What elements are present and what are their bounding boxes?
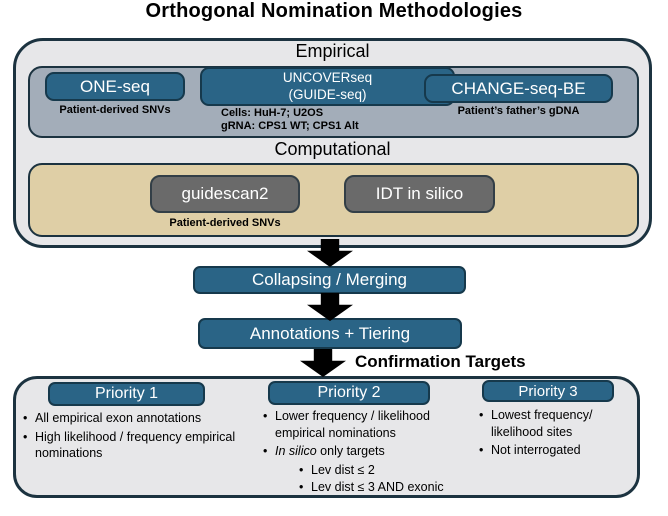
method-box-one-seq: ONE-seq (45, 72, 185, 101)
priority-3-list: Lowest frequency/ likelihood sites Not i… (478, 407, 594, 461)
method-note-change-seq-be: Patient’s father’s gDNA (457, 105, 580, 117)
flow-step-annotations-tiering: Annotations + Tiering (198, 318, 462, 349)
priority-header-label: Priority 2 (317, 384, 381, 401)
sub-list-item: Lev dist ≤ 2 (298, 462, 462, 479)
method-box-uncoverseq: UNCOVERseq (GUIDE-seq) (200, 67, 455, 106)
method-label: UNCOVERseq (282, 70, 373, 86)
method-label: CHANGE-seq-BE (451, 78, 586, 98)
priority-header-label: Priority 1 (94, 385, 159, 402)
list-item: Lowest frequency/ likelihood sites (478, 407, 594, 440)
list-item-text: only targets (316, 444, 385, 458)
priority-1-header: Priority 1 (48, 382, 205, 406)
list-item: All empirical exon annotations (22, 410, 240, 427)
list-item: Lower frequency / likelihood empirical n… (262, 408, 462, 441)
note-line-grna: gRNA: CPS1 WT; CPS1 Alt (221, 120, 359, 132)
down-arrow-icon (300, 349, 346, 377)
flow-step-label: Annotations + Tiering (249, 323, 411, 343)
confirmation-targets-label: Confirmation Targets (355, 352, 526, 371)
sub-list-item: Lev dist ≤ 3 AND exonic (298, 479, 462, 496)
priority-header-label: Priority 3 (518, 382, 578, 400)
method-note-uncoverseq: Cells: HuH-7; U2OS gRNA: CPS1 WT; CPS1 A… (221, 107, 461, 133)
flow-step-collapsing-merging: Collapsing / Merging (193, 266, 466, 294)
priority-1-list: All empirical exon annotations High like… (22, 410, 240, 464)
priority-3-header: Priority 3 (482, 380, 614, 402)
method-label: IDT in silico (375, 184, 464, 203)
computational-section-label: Computational (274, 139, 391, 159)
computational-methods-container (28, 163, 639, 237)
method-box-idt-in-silico: IDT in silico (344, 175, 495, 213)
flow-step-label: Collapsing / Merging (252, 270, 407, 289)
method-sublabel: (GUIDE-seq) (288, 86, 367, 102)
priority-2-list: Lower frequency / likelihood empirical n… (262, 408, 462, 497)
italic-term: In silico (275, 444, 317, 458)
method-note-one-seq: Patient-derived SNVs (59, 104, 171, 116)
note-line-cells: Cells: HuH-7; U2OS (221, 107, 324, 119)
method-label: guidescan2 (181, 184, 269, 203)
page-title: Orthogonal Nomination Methodologies (145, 0, 523, 22)
empirical-section-label: Empirical (295, 41, 370, 61)
method-label: ONE-seq (80, 76, 150, 96)
list-item: In silico only targets (262, 443, 462, 460)
down-arrow-icon (307, 293, 353, 321)
list-item: High likelihood / frequency empirical no… (22, 429, 240, 462)
list-item: Not interrogated (478, 442, 594, 459)
method-box-guidescan2: guidescan2 (150, 175, 300, 213)
priority-2-header: Priority 2 (268, 381, 430, 405)
method-box-change-seq-be: CHANGE-seq-BE (424, 74, 613, 103)
method-note-guidescan2: Patient-derived SNVs (169, 217, 281, 229)
